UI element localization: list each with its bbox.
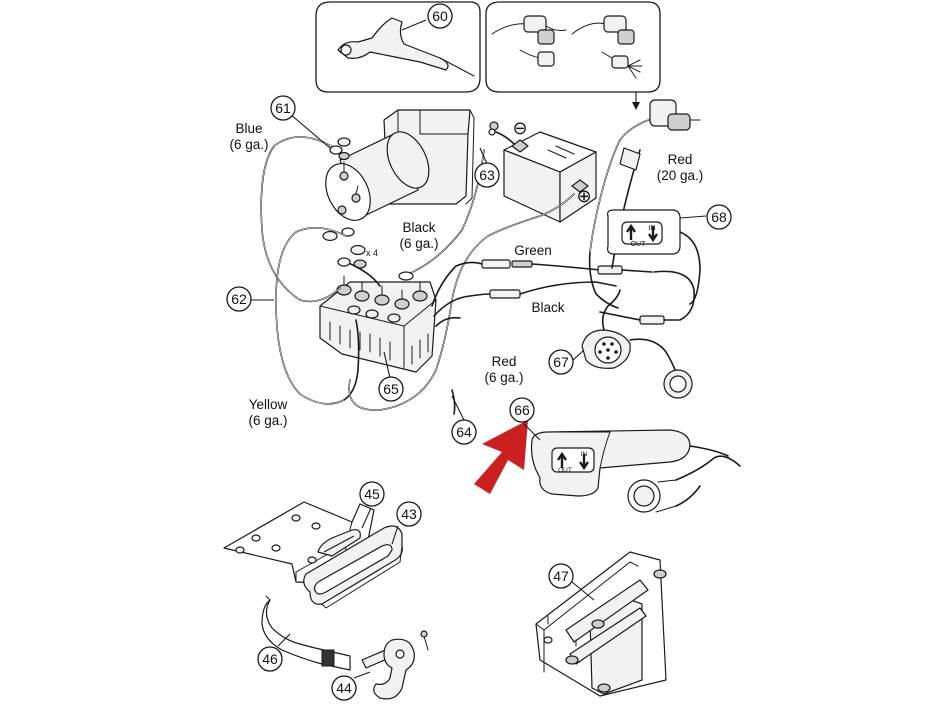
label-black-gauge: (6 ga.) — [399, 236, 438, 251]
svg-text:65: 65 — [383, 381, 399, 397]
svg-text:63: 63 — [479, 167, 495, 183]
remote-out-label: OUT — [558, 467, 572, 474]
label-red-small-color: Red — [668, 152, 693, 167]
callout-46: 46 — [257, 646, 283, 672]
contactor-box — [319, 275, 437, 373]
fairlead-43 — [303, 525, 403, 609]
label-blue-gauge: (6 ga.) — [229, 137, 268, 152]
cable-61-blue — [260, 136, 343, 303]
label-green: Green — [514, 243, 552, 258]
strap-46 — [261, 595, 351, 671]
remote-receptacle-67 — [581, 289, 693, 399]
leader-lines — [250, 19, 707, 679]
switch-out-label: OUT — [631, 241, 647, 248]
motor-hardware — [322, 137, 367, 269]
label-blue-color: Blue — [235, 121, 262, 136]
key-connector — [649, 99, 701, 131]
callout-47: 47 — [548, 563, 574, 589]
callout-63: 63 — [474, 162, 500, 188]
callout-61: 61 — [270, 95, 296, 121]
hardware-quantity-note: x 4 — [366, 248, 378, 258]
label-red-main-color: Red — [492, 354, 517, 369]
callout-66: 66 — [509, 397, 535, 423]
label-yellow-gauge: (6 ga.) — [248, 413, 287, 428]
label-red-small-gauge: (20 ga.) — [657, 168, 704, 183]
handheld-remote-66 — [530, 429, 741, 513]
svg-text:64: 64 — [456, 424, 472, 440]
cable-64-red — [348, 193, 575, 415]
callout-64: 64 — [451, 419, 477, 445]
svg-text:61: 61 — [275, 100, 291, 116]
svg-text:44: 44 — [336, 680, 352, 696]
roller-fairlead-47 — [535, 551, 667, 697]
battery-negative-symbol: ⊖ — [512, 118, 527, 138]
callout-45: 45 — [359, 481, 385, 507]
svg-text:47: 47 — [553, 568, 569, 584]
svg-text:45: 45 — [364, 486, 380, 502]
callout-60: 60 — [427, 3, 453, 29]
switch-in-label: IN — [649, 225, 656, 232]
label-black-signal: Black — [531, 300, 564, 315]
remote-switch-68 — [607, 209, 701, 305]
inset-panel-connectors — [485, 1, 661, 93]
svg-text:43: 43 — [401, 506, 417, 522]
svg-text:60: 60 — [432, 8, 448, 24]
winch-motor — [325, 109, 475, 221]
red-pointer-arrow — [474, 420, 528, 494]
battery-positive-symbol: ⊕ — [576, 186, 591, 206]
svg-text:66: 66 — [514, 402, 530, 418]
control-wires — [431, 259, 696, 327]
label-red-main-gauge: (6 ga.) — [484, 370, 523, 385]
callout-44: 44 — [331, 675, 357, 701]
callout-43: 43 — [396, 501, 422, 527]
svg-text:67: 67 — [553, 354, 569, 370]
label-yellow-color: Yellow — [249, 397, 288, 412]
callout-65: 65 — [378, 376, 404, 402]
callout-62: 62 — [226, 286, 252, 312]
svg-text:46: 46 — [262, 651, 278, 667]
svg-text:68: 68 — [711, 209, 727, 225]
svg-text:62: 62 — [231, 291, 247, 307]
callout-68: 68 — [706, 204, 732, 230]
inset-panel-60 — [315, 1, 481, 93]
battery — [503, 131, 597, 223]
callout-67: 67 — [548, 349, 574, 375]
hook-44 — [361, 630, 429, 700]
remote-in-label: IN — [581, 451, 588, 458]
label-black-color: Black — [402, 220, 435, 235]
